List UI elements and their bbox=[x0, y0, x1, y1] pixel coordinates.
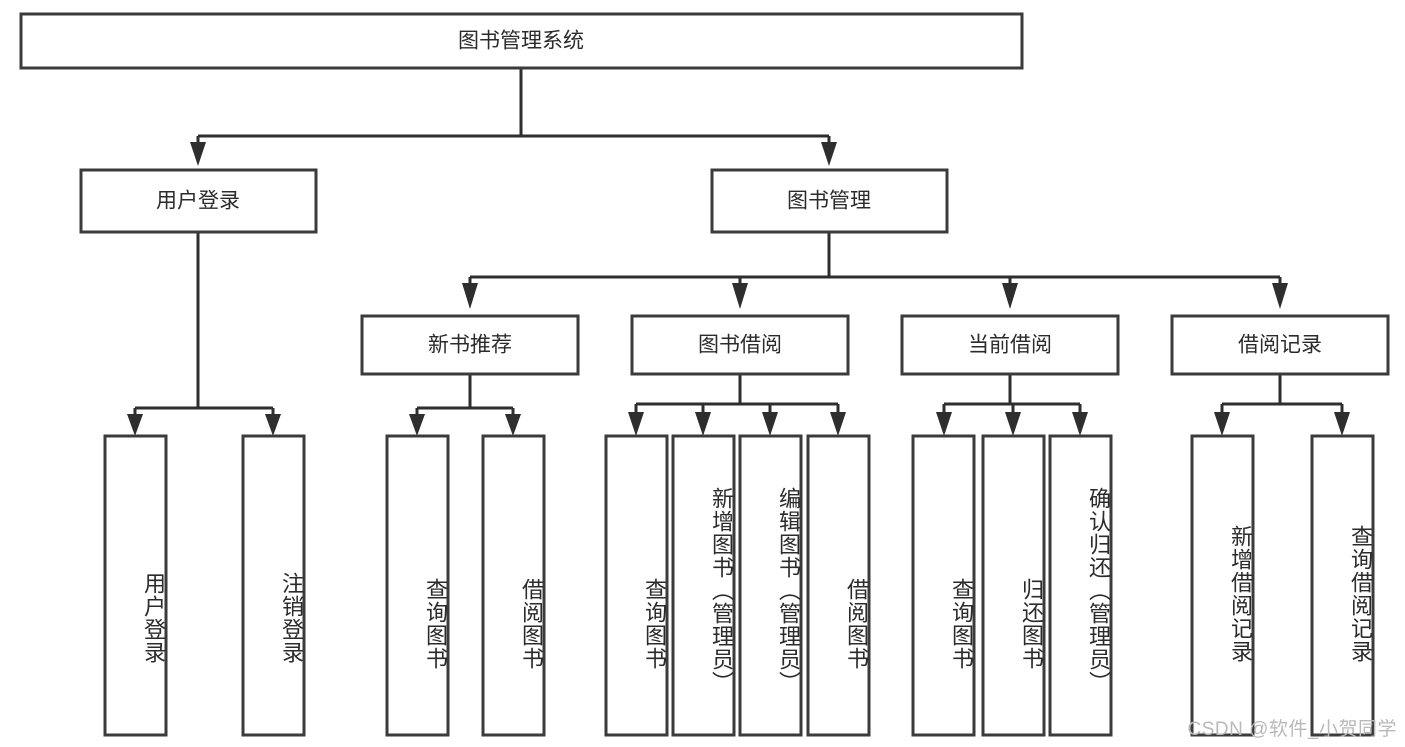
connector-group-root bbox=[190, 68, 837, 166]
node-borrow-record-label: 借阅记录 bbox=[1238, 334, 1322, 357]
arrow-head-current-borrow-leaf-1 bbox=[1005, 412, 1021, 436]
leaf-box-book-borrow-2[interactable] bbox=[738, 434, 803, 737]
connector-group-user-login bbox=[127, 232, 281, 436]
arrow-head-new-book-leaf-0 bbox=[409, 414, 425, 436]
leaf-box-book-borrow-3[interactable] bbox=[806, 434, 871, 737]
watermark-text: CSDN @软件_小贺同学 bbox=[1187, 719, 1397, 740]
arrow-head-user-login-leaf-0 bbox=[127, 414, 143, 436]
connector-group-borrow-record bbox=[1214, 374, 1350, 436]
arrow-head-current-borrow bbox=[1002, 283, 1018, 309]
node-borrow-record-box[interactable] bbox=[1170, 314, 1390, 376]
arrow-head-new-book bbox=[462, 283, 478, 309]
leaf-box-borrow-record-1[interactable] bbox=[1310, 434, 1375, 737]
leaf-box-new-book-1[interactable] bbox=[481, 434, 546, 737]
node-user-login-box[interactable] bbox=[79, 168, 318, 234]
node-book-borrow-box[interactable] bbox=[630, 314, 850, 376]
node-new-book-label: 新书推荐 bbox=[428, 334, 512, 357]
arrow-head-borrow-record-leaf-0 bbox=[1214, 412, 1230, 436]
connector-group-current-borrow bbox=[936, 374, 1088, 436]
connector-group-book-mgmt bbox=[462, 232, 1288, 309]
leaf-box-user-login-0[interactable] bbox=[103, 434, 168, 737]
node-user-login-label: 用户登录 bbox=[156, 190, 240, 213]
arrow-head-current-borrow-leaf-0 bbox=[936, 412, 952, 436]
leaf-box-book-borrow-0[interactable] bbox=[604, 434, 669, 737]
arrow-head-new-book-leaf-1 bbox=[505, 414, 521, 436]
arrow-head-book-borrow-leaf-1 bbox=[695, 412, 711, 436]
node-book-mgmt-label: 图书管理 bbox=[787, 190, 871, 213]
arrow-head-book-borrow-leaf-3 bbox=[830, 412, 846, 436]
arrow-head-book-borrow bbox=[732, 283, 748, 309]
arrow-head-borrow-record-leaf-1 bbox=[1334, 412, 1350, 436]
leaf-box-book-borrow-1[interactable] bbox=[671, 434, 736, 737]
leaf-box-current-borrow-0[interactable] bbox=[911, 434, 976, 737]
leaf-box-user-login-1[interactable] bbox=[241, 434, 306, 737]
node-current-borrow-label: 当前借阅 bbox=[968, 334, 1052, 357]
connector-group-book-borrow bbox=[628, 374, 846, 436]
leaf-box-new-book-0[interactable] bbox=[385, 434, 450, 737]
node-new-book-box[interactable] bbox=[360, 314, 580, 376]
arrow-head-current-borrow-leaf-2 bbox=[1072, 412, 1088, 436]
arrow-head-book-mgmt bbox=[821, 142, 837, 166]
arrow-head-borrow-record bbox=[1272, 283, 1288, 309]
node-book-borrow-label: 图书借阅 bbox=[698, 334, 782, 357]
leaf-box-current-borrow-2[interactable] bbox=[1048, 434, 1113, 737]
connector-group-new-book bbox=[409, 374, 521, 436]
leaf-box-current-borrow-1[interactable] bbox=[981, 434, 1046, 737]
leaf-box-borrow-record-0[interactable] bbox=[1190, 434, 1255, 737]
node-book-mgmt-box[interactable] bbox=[710, 168, 949, 234]
arrow-head-user-login-leaf-1 bbox=[265, 414, 281, 436]
node-root-box[interactable] bbox=[19, 12, 1024, 70]
arrow-head-book-borrow-leaf-0 bbox=[628, 412, 644, 436]
node-current-borrow-box[interactable] bbox=[900, 314, 1120, 376]
arrow-head-user-login bbox=[190, 142, 206, 166]
arrow-head-book-borrow-leaf-2 bbox=[762, 412, 778, 436]
node-root-label: 图书管理系统 bbox=[458, 30, 584, 53]
